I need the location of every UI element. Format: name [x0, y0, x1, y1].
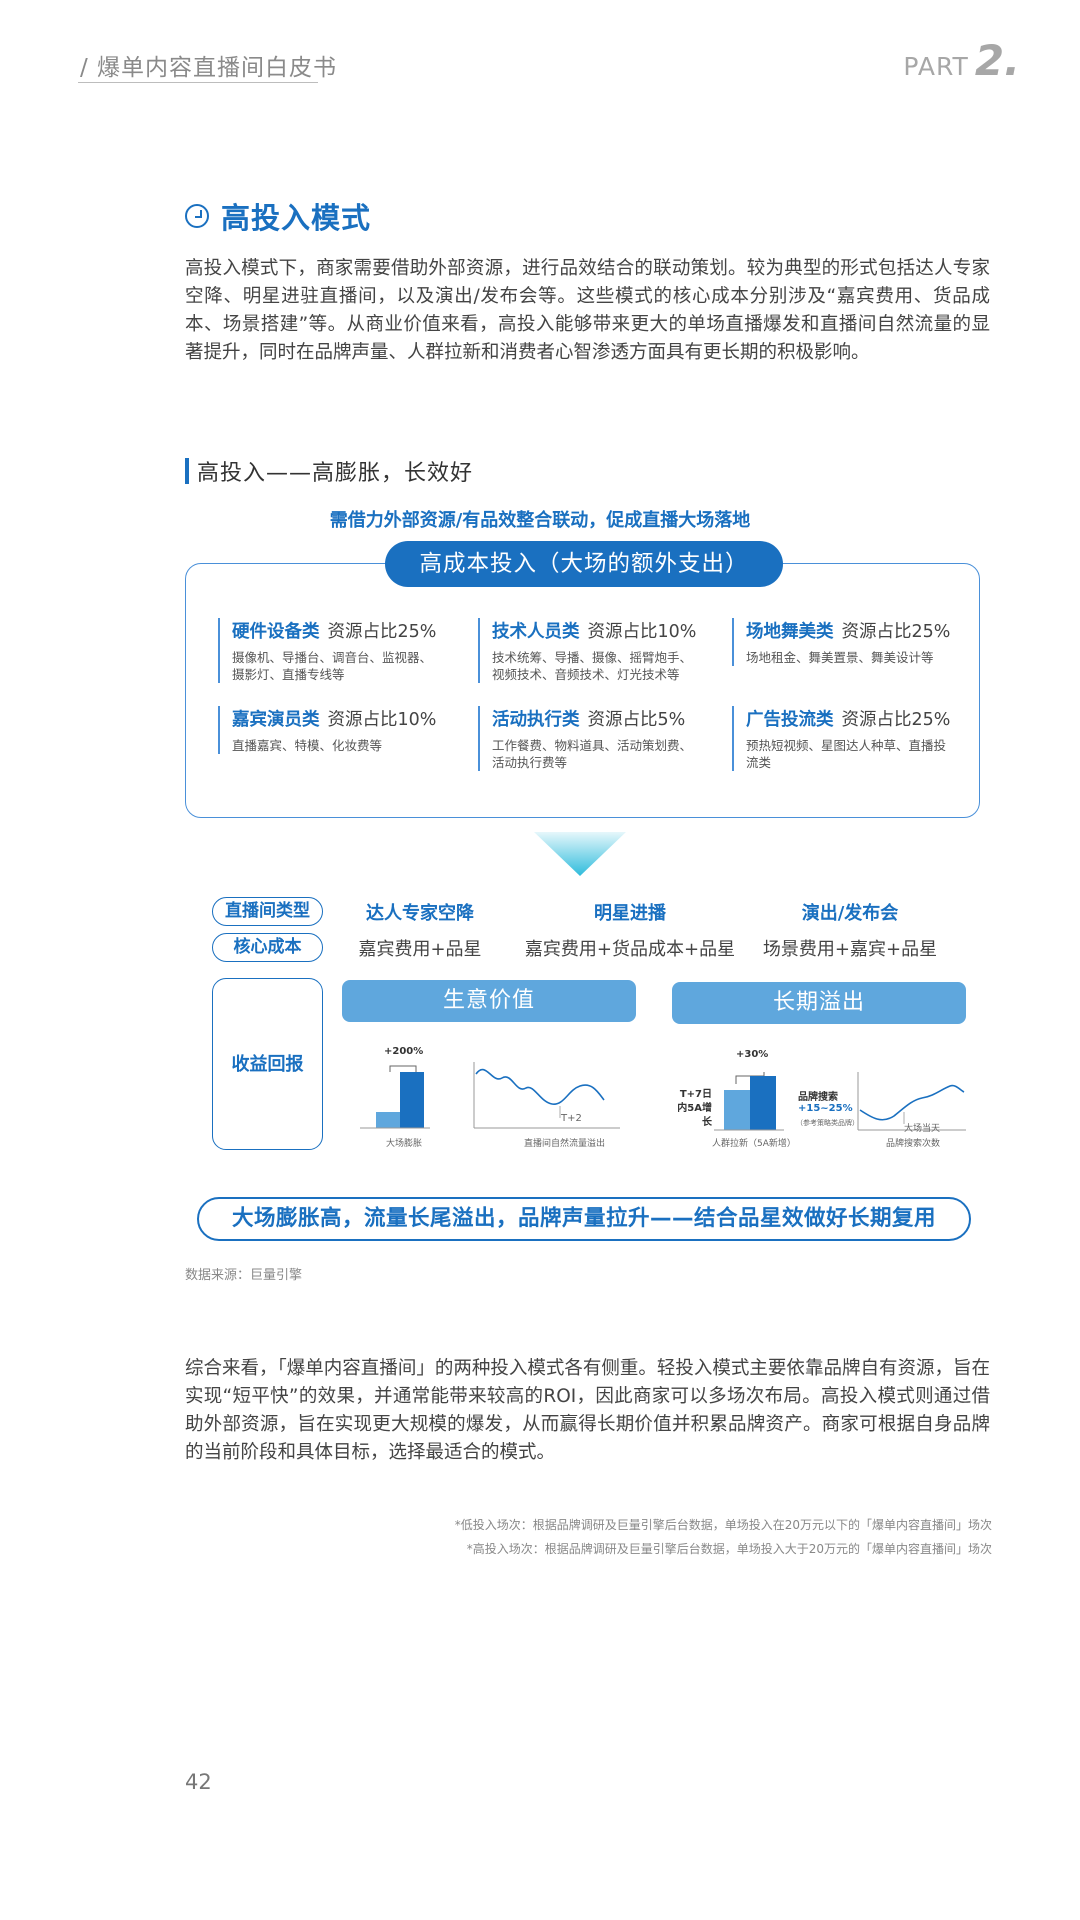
- cost-pill: 高成本投入（大场的额外支出）: [385, 541, 783, 587]
- cost-share: 资源占比25%: [841, 622, 951, 642]
- cost-item-technician: 技术人员类资源占比10% 技术统筹、导播、摄像、摇臂炮手、视频技术、音频技术、灯…: [478, 618, 728, 683]
- infographic-subtitle: 需借力外部资源/有品效整合联动，促成直播大场落地: [329, 510, 751, 531]
- brand-search-caption: 品牌搜索次数: [886, 1139, 941, 1149]
- big-day-label: 大场当天: [904, 1124, 941, 1134]
- row-label-return: 收益回报: [212, 978, 323, 1150]
- brand-search-line-chart: [857, 1072, 966, 1131]
- cost-item-ads: 广告投流类资源占比25% 预热短视频、星图达人种草、直播投流类: [732, 706, 982, 771]
- part-word: PART: [903, 52, 969, 81]
- five-a-growth-label: T+7日内5A增长: [677, 1089, 712, 1128]
- part-number: 2.: [974, 36, 1020, 85]
- heading-bar: [185, 458, 189, 484]
- document-title: / 爆单内容直播间白皮书: [80, 55, 338, 81]
- audience-bar-chart: [714, 1072, 784, 1131]
- long-term-pill: 长期溢出: [672, 982, 966, 1024]
- infographic-heading: 高投入——高膨胀，长效好: [185, 455, 473, 487]
- brand-search-value: +15~25%: [798, 1103, 853, 1114]
- cost-category: 活动执行类: [492, 710, 580, 730]
- cost-category: 广告投流类: [746, 710, 834, 730]
- data-source: 数据来源：巨量引擎: [185, 1268, 303, 1283]
- section-heading: 高投入模式: [185, 195, 371, 237]
- intro-paragraph: 高投入模式下，商家需要借助外部资源，进行品效结合的联动策划。较为典型的形式包括达…: [185, 258, 990, 363]
- arrow-down-icon: [534, 832, 626, 876]
- business-bar-chart: [360, 1065, 430, 1129]
- cost-desc: 预热短视频、星图达人种草、直播投流类: [746, 738, 947, 770]
- brand-search-title: 品牌搜索: [798, 1092, 838, 1103]
- cost-share: 资源占比25%: [841, 710, 951, 730]
- column-type: 明星进播: [594, 903, 666, 924]
- section-title: 高投入模式: [221, 201, 372, 235]
- business-bar-label: +200%: [384, 1046, 424, 1057]
- cost-item-hardware: 硬件设备类资源占比25% 摄像机、导播台、调音台、监视器、摄影灯、直播专线等: [218, 618, 468, 683]
- column-cost: 嘉宾费用+品星: [358, 939, 482, 960]
- bar-before: [724, 1090, 750, 1130]
- cost-category: 硬件设备类: [232, 622, 320, 642]
- clock-check-icon: [185, 204, 209, 228]
- page-number: 42: [185, 1770, 212, 1794]
- row-label-type: 直播间类型: [212, 897, 323, 926]
- cost-desc: 工作餐费、物料道具、活动策划费、活动执行费等: [492, 738, 693, 770]
- cost-breakdown-box: [185, 563, 980, 818]
- natural-traffic-caption: 直播间自然流量溢出: [524, 1139, 606, 1149]
- bar-before: [376, 1112, 400, 1128]
- footnote: *高投入场次：根据品牌调研及巨量引擎后台数据，单场投入大于20万元的「爆单内容直…: [466, 1542, 992, 1556]
- cost-category: 嘉宾演员类: [232, 710, 320, 730]
- cost-desc: 直播嘉宾、特模、化妆费等: [232, 738, 383, 753]
- conclusion-banner: 大场膨胀高，流量长尾溢出，品牌声量拉升——结合品星效做好长期复用: [197, 1197, 971, 1241]
- column-type: 达人专家空降: [366, 903, 474, 924]
- cost-share: 资源占比5%: [587, 710, 686, 730]
- brand-search-note: （参考策略类品牌）: [796, 1119, 859, 1127]
- cost-category: 技术人员类: [492, 622, 580, 642]
- audience-bar-label: +30%: [736, 1049, 769, 1060]
- business-bar-caption: 大场膨胀: [386, 1139, 423, 1149]
- natural-traffic-line-chart: [473, 1062, 620, 1129]
- row-label-cost: 核心成本: [212, 933, 323, 962]
- cost-desc: 技术统筹、导播、摄像、摇臂炮手、视频技术、音频技术、灯光技术等: [492, 650, 693, 682]
- summary-paragraph: 综合来看，「爆单内容直播间」的两种投入模式各有侧重。轻投入模式主要依靠品牌自有资…: [185, 1358, 990, 1463]
- audience-bar-caption: 人群拉新（5A新增）: [712, 1139, 796, 1149]
- cost-category: 场地舞美类: [746, 622, 834, 642]
- column-cost: 场景费用+嘉宾+品星: [762, 939, 938, 960]
- cost-desc: 场地租金、舞美置景、舞美设计等: [746, 650, 934, 665]
- cost-share: 资源占比25%: [327, 622, 437, 642]
- business-value-pill: 生意价值: [342, 980, 636, 1022]
- bar-after: [400, 1072, 424, 1128]
- column-type: 演出/发布会: [801, 903, 899, 924]
- cost-item-execution: 活动执行类资源占比5% 工作餐费、物料道具、活动策划费、活动执行费等: [478, 706, 728, 771]
- t-plus-2-label: T+2: [561, 1113, 582, 1124]
- column-cost: 嘉宾费用+货品成本+品星: [524, 939, 736, 960]
- footnote: *低投入场次：根据品牌调研及巨量引擎后台数据，单场投入在20万元以下的「爆单内容…: [454, 1518, 992, 1532]
- cost-share: 资源占比10%: [587, 622, 697, 642]
- cost-item-venue: 场地舞美类资源占比25% 场地租金、舞美置景、舞美设计等: [732, 618, 982, 666]
- cost-item-guest: 嘉宾演员类资源占比10% 直播嘉宾、特模、化妆费等: [218, 706, 468, 754]
- bar-after: [750, 1076, 776, 1130]
- cost-share: 资源占比10%: [327, 710, 437, 730]
- header-divider: [78, 82, 318, 83]
- infographic-title: 高投入——高膨胀，长效好: [197, 461, 474, 486]
- cost-desc: 摄像机、导播台、调音台、监视器、摄影灯、直播专线等: [232, 650, 433, 682]
